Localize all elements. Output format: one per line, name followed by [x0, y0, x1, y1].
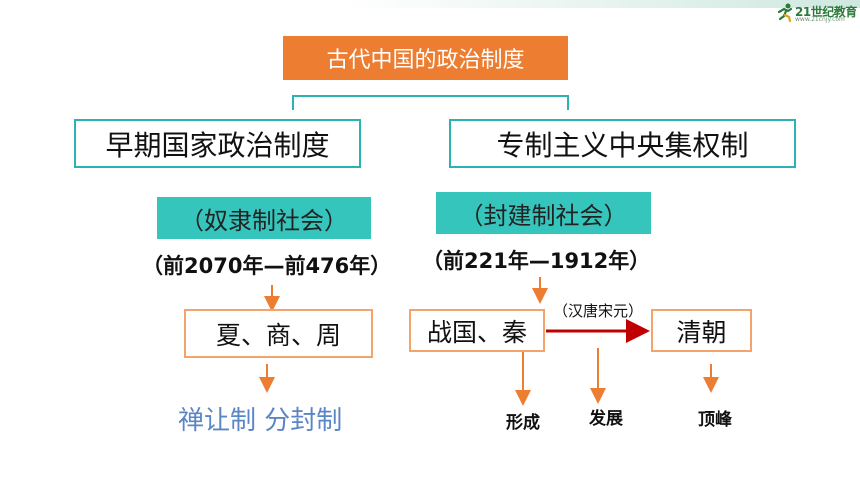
slave-society-label: （奴隶制社会）: [157, 197, 371, 239]
feudal-period-text: （前221年—1912年）: [422, 249, 651, 273]
hierarchy-bracket: [292, 95, 569, 110]
top-gradient-bar: [0, 0, 860, 8]
runner-icon: [777, 3, 793, 23]
stage-peak: 顶峰: [698, 410, 732, 430]
centralized-autocracy-heading: 专制主义中央集权制: [449, 119, 796, 168]
logo-text: 21世纪教育: [795, 5, 857, 19]
xia-shang-zhou-box: 夏、商、周: [184, 309, 373, 358]
stage-development: 发展: [589, 409, 623, 429]
warring-states-qin-box: 战国、秦: [409, 309, 545, 352]
root-title: 古代中国的政治制度: [283, 36, 568, 80]
feudal-society-label: （封建制社会）: [436, 192, 651, 234]
brand-logo: 21世纪教育 www.21cnjy.com: [775, 2, 859, 24]
abdication-enfeoffment-text: 禅让制 分封制: [178, 406, 343, 436]
logo-url: www.21cnjy.com: [795, 16, 845, 23]
han-tang-song-yuan-note: （汉唐宋元）: [553, 302, 644, 320]
qing-dynasty-box: 清朝: [651, 309, 752, 352]
stage-formation: 形成: [506, 413, 540, 433]
early-period-text: （前2070年—前476年）: [142, 254, 392, 278]
early-state-heading: 早期国家政治制度: [74, 119, 361, 168]
